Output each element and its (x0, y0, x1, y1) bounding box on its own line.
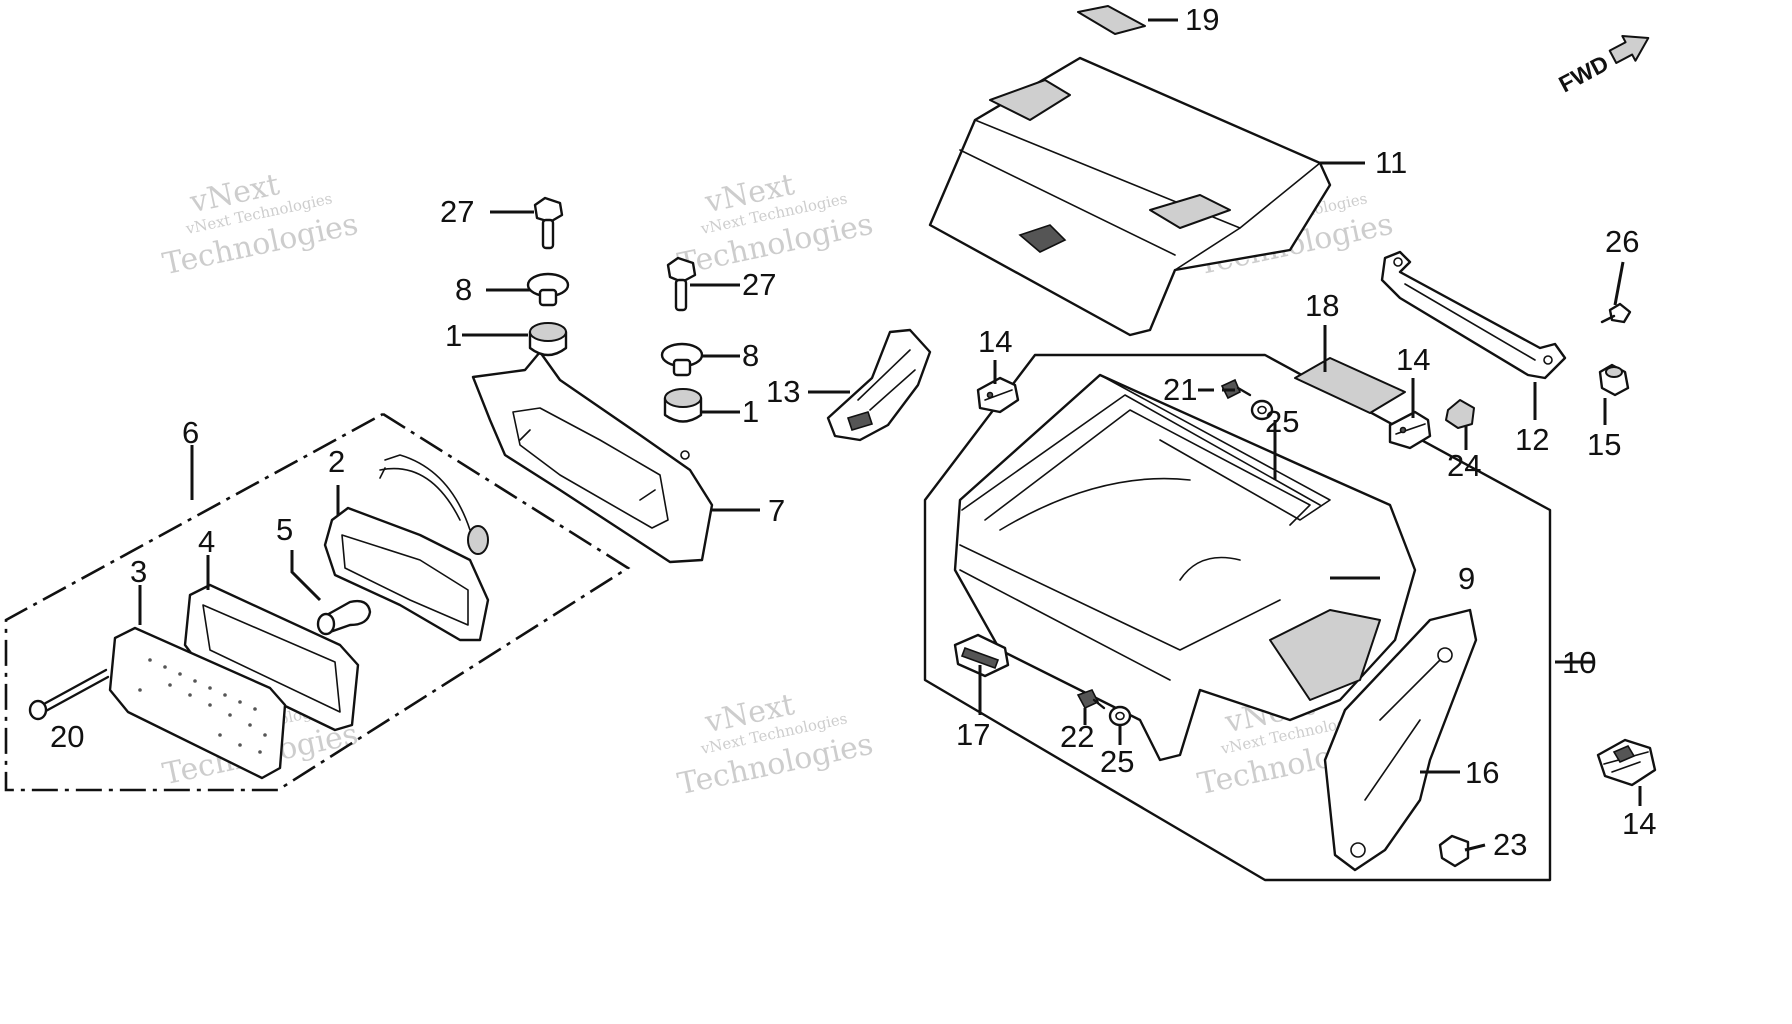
callout-14-b: 14 (1396, 342, 1430, 377)
callout-22: 22 (1060, 719, 1094, 754)
callout-23: 23 (1493, 827, 1527, 862)
callout-27-right: 27 (742, 267, 776, 302)
callout-14-c: 14 (1622, 806, 1656, 841)
part-bulb-5 (316, 599, 372, 636)
callout-15: 15 (1587, 427, 1621, 462)
callout-14-a: 14 (978, 324, 1012, 359)
watermark-5: vNext vNext Technologies Technologies (675, 687, 876, 802)
callout-25-top: 25 (1265, 404, 1299, 439)
callout-21: 21 (1163, 372, 1197, 407)
part-plate-19 (1077, 5, 1146, 35)
callout-24: 24 (1447, 448, 1481, 483)
part-nut-23 (1438, 834, 1470, 868)
callout-25-bottom: 25 (1100, 744, 1134, 779)
part-pad-18 (1294, 357, 1406, 414)
assembly-bracket-6 (4, 412, 631, 792)
callout-10: 10 (1562, 645, 1596, 680)
part-box-body-9 (953, 373, 1417, 762)
callout-27-left: 27 (440, 194, 474, 229)
callout-1-left: 1 (445, 318, 462, 353)
callout-7: 7 (768, 493, 785, 528)
callout-4: 4 (198, 524, 215, 559)
part-bolt-22 (1076, 689, 1106, 710)
callout-20: 20 (50, 719, 84, 754)
callout-26: 26 (1605, 224, 1639, 259)
callout-13: 13 (766, 374, 800, 409)
part-screw-20 (28, 668, 110, 721)
callout-8-right: 8 (742, 338, 759, 373)
part-hinge-14-b (1388, 410, 1432, 450)
callout-12: 12 (1515, 422, 1549, 457)
callout-6: 6 (182, 415, 199, 450)
part-rail-12 (1380, 250, 1567, 380)
fwd-arrow-icon (1608, 35, 1650, 65)
fwd-label: FWD (1554, 50, 1612, 98)
callout-9: 9 (1458, 561, 1475, 596)
part-grommet-1-right (663, 388, 703, 423)
callout-19: 19 (1185, 2, 1219, 37)
callout-3: 3 (130, 554, 147, 589)
part-nut-24 (1445, 399, 1475, 429)
part-washer-8-right (660, 342, 704, 377)
box-group (826, 5, 1657, 882)
part-housing-7 (471, 350, 714, 564)
callout-2: 2 (328, 444, 345, 479)
part-screw-26 (1600, 302, 1632, 324)
taillight-group (4, 196, 714, 792)
part-washer-8-left (526, 272, 570, 307)
callout-17: 17 (956, 717, 990, 752)
part-lamp-body-2 (323, 454, 490, 642)
part-catch-17 (953, 633, 1010, 678)
part-washer-25-bottom (1108, 705, 1132, 727)
callout-18: 18 (1305, 288, 1339, 323)
part-bolt-27-right (666, 256, 697, 312)
leader-lines (138, 18, 1642, 852)
part-latch-13 (826, 328, 932, 442)
fwd-arrow: FWD (1554, 35, 1650, 98)
lens-dot-texture (138, 658, 267, 754)
callout-16: 16 (1465, 755, 1499, 790)
part-hinge-14-a (976, 376, 1020, 414)
part-hinge-14-c (1596, 738, 1657, 787)
callout-5: 5 (276, 512, 293, 547)
watermark-2: vNext vNext Technologies Technologies (675, 167, 876, 282)
part-grommet-15 (1598, 363, 1630, 397)
callout-1-right: 1 (742, 394, 759, 429)
part-grommet-1-left (528, 322, 568, 357)
callout-8-left: 8 (455, 272, 472, 307)
part-bracket-16 (1323, 608, 1478, 872)
part-lid-11 (928, 56, 1332, 337)
part-bolt-27-left (533, 196, 564, 250)
callout-11: 11 (1375, 145, 1407, 180)
watermark-1: vNext vNext Technologies Technologies (160, 167, 361, 282)
part-washer-25-top (1250, 399, 1274, 421)
part-lens-3 (108, 626, 287, 780)
callout-labels: 6 4 3 2 5 20 7 1 8 27 1 8 27 13 14 17 19… (50, 2, 1656, 862)
